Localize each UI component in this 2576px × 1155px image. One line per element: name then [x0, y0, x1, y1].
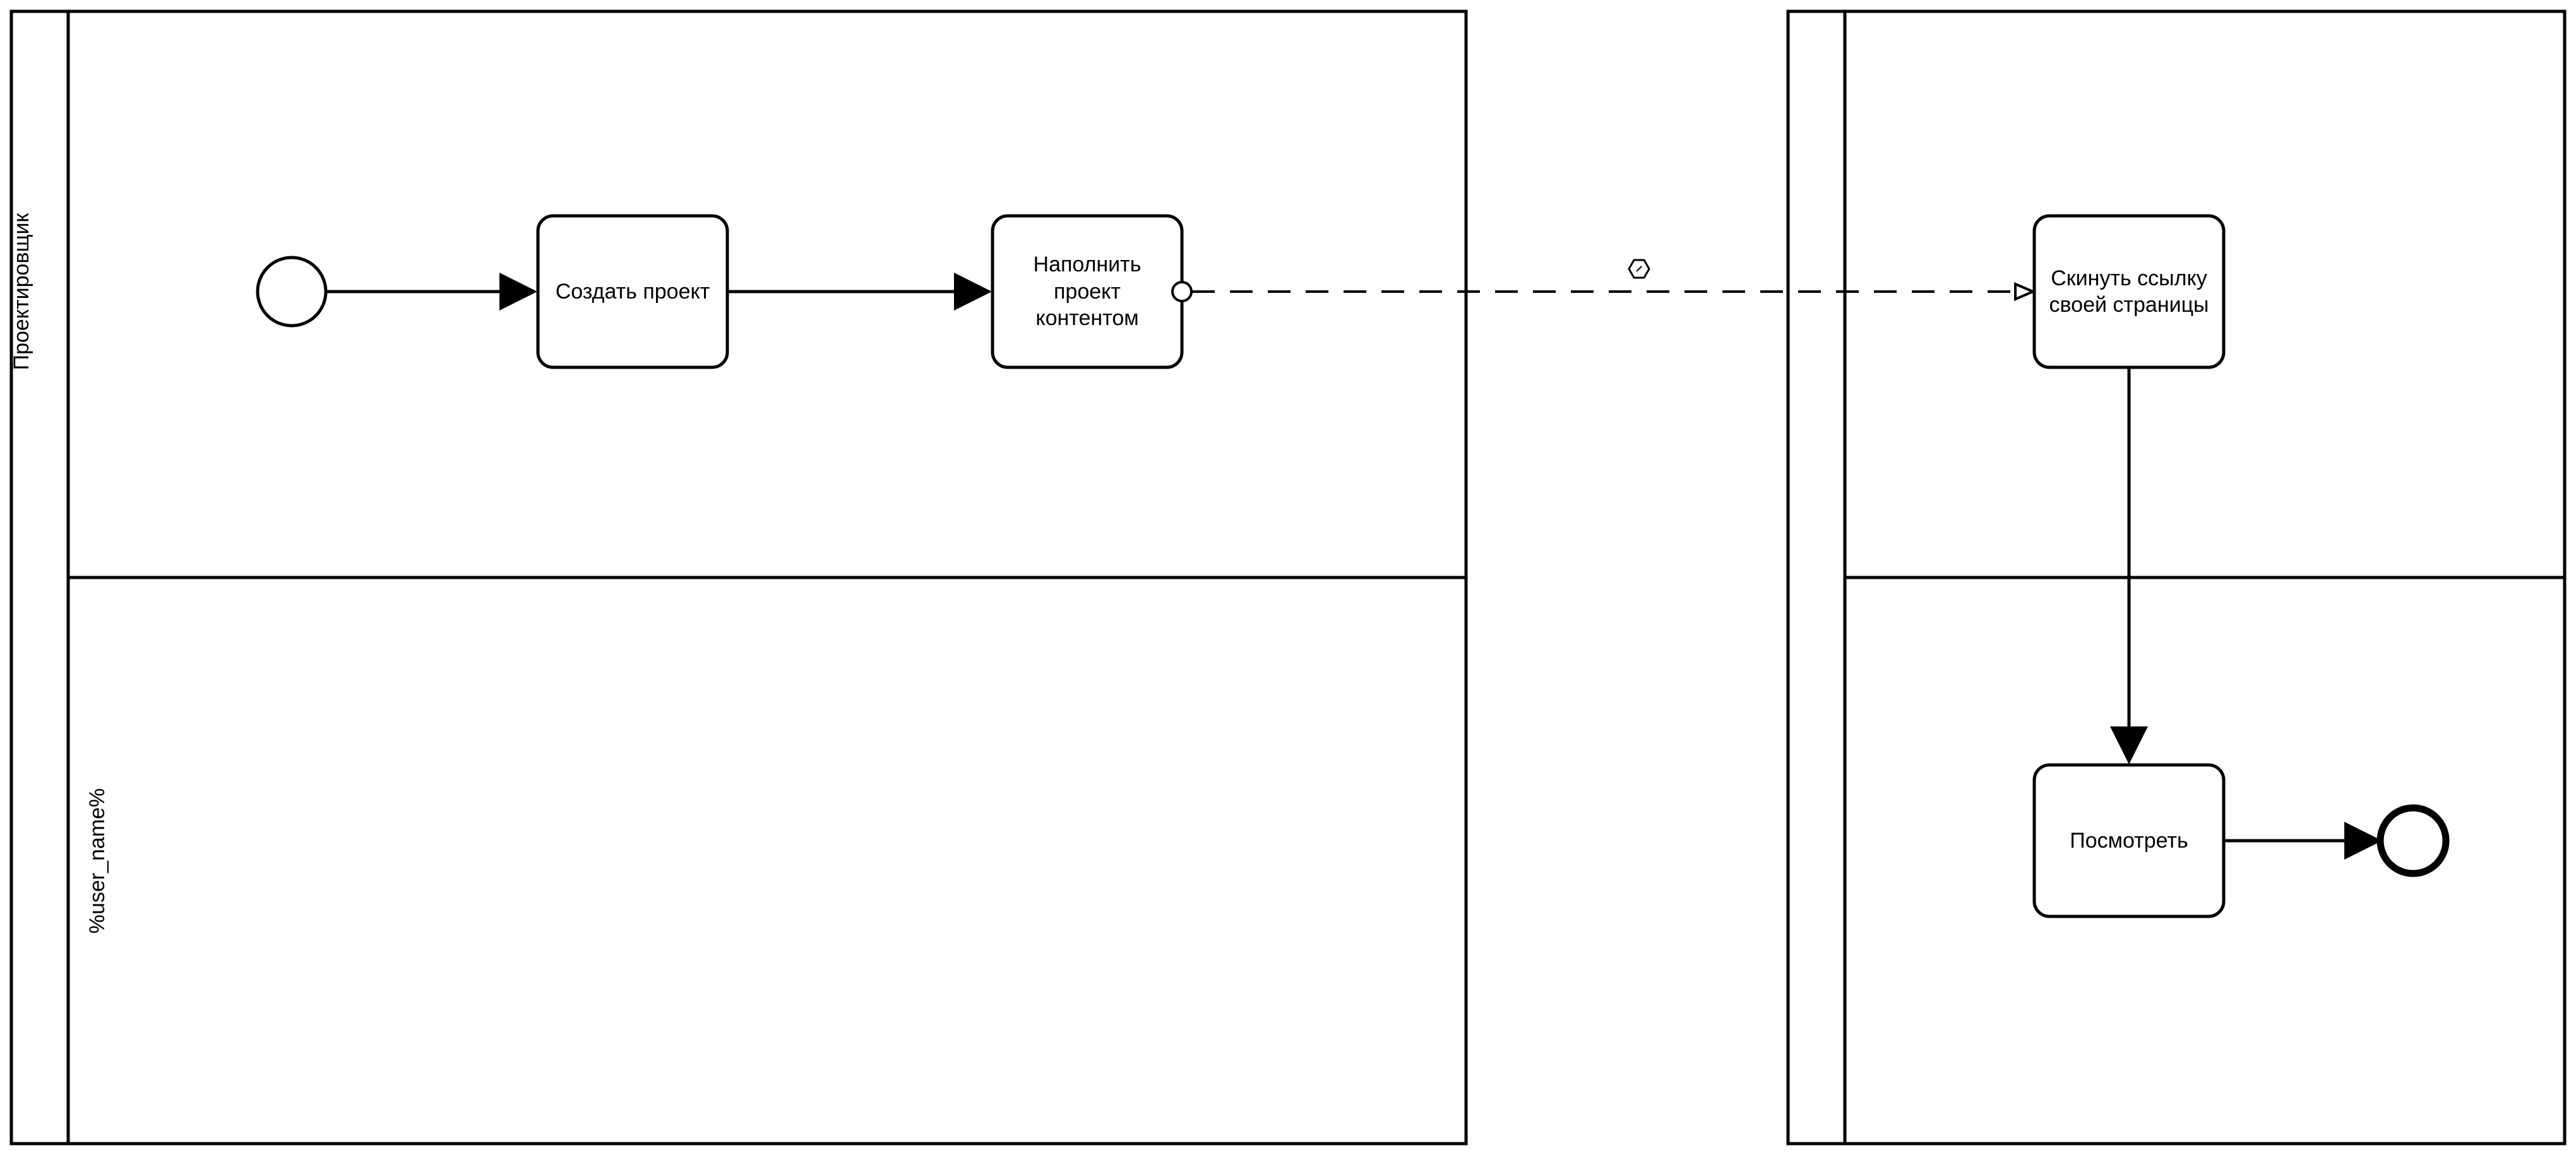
task-fill-content[interactable]	[991, 214, 1184, 369]
task-view[interactable]	[2032, 763, 2226, 918]
task-send-link[interactable]	[2032, 214, 2226, 369]
lane-label-user: %user_name%	[85, 788, 109, 934]
message-flow-source-circle	[1171, 281, 1193, 302]
message-flow-target-arrow	[2014, 281, 2037, 302]
task-create-project[interactable]	[536, 214, 729, 369]
end-event[interactable]	[2376, 804, 2450, 877]
message-marker-icon	[1628, 259, 1650, 279]
start-event[interactable]	[256, 256, 328, 328]
lane-label-designer: Проектировщик	[9, 213, 33, 370]
